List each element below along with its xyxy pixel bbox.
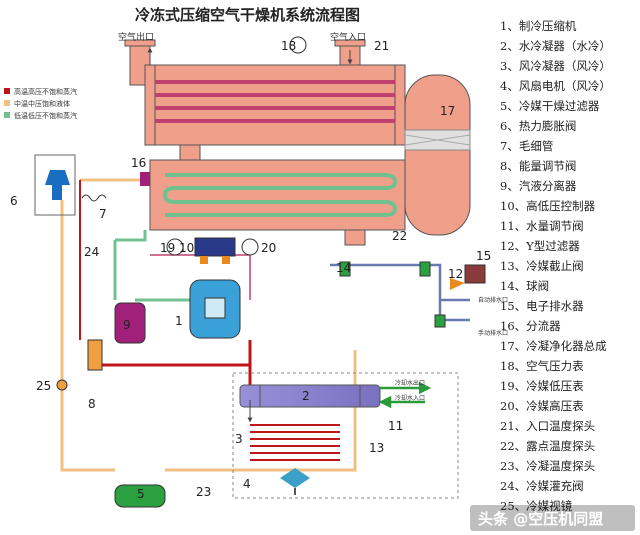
ball-valve-14-bottom bbox=[434, 314, 446, 328]
cooling-water-in-label: 冷却水入口 bbox=[395, 394, 425, 402]
legend-swatch-hot bbox=[4, 88, 10, 94]
expansion-valve-6 bbox=[34, 154, 76, 216]
drain-pipe bbox=[330, 263, 470, 302]
callout-25: 25 bbox=[36, 379, 51, 393]
high-pressure-gauge-20 bbox=[241, 238, 259, 256]
component-item: 21、入口温度探头 bbox=[500, 419, 595, 433]
air-outlet-label: 空气出口 bbox=[118, 31, 154, 43]
water-condenser-2 bbox=[239, 381, 432, 409]
watermark-bg bbox=[470, 505, 635, 531]
callout-21: 21 bbox=[374, 39, 389, 53]
callout-14a: 14 bbox=[336, 261, 351, 275]
condensate-purifier-17 bbox=[404, 74, 471, 236]
electronic-drain-15 bbox=[464, 264, 486, 284]
callout-16: 16 bbox=[131, 156, 146, 170]
component-item: 18、空气压力表 bbox=[500, 359, 584, 373]
callout-8: 8 bbox=[88, 397, 96, 411]
component-item: 16、分流器 bbox=[500, 319, 561, 333]
component-item: 5、冷媒干燥过滤器 bbox=[500, 99, 600, 113]
pressure-controller-10 bbox=[194, 237, 236, 264]
component-item: 12、Y型过滤器 bbox=[500, 239, 580, 253]
callout-5: 5 bbox=[137, 487, 145, 501]
component-item: 14、球阀 bbox=[500, 279, 549, 293]
cooling-water-out-label: 冷却水出口 bbox=[395, 379, 425, 387]
component-item: 13、冷媒截止阀 bbox=[500, 259, 584, 273]
capillary-7 bbox=[81, 194, 107, 202]
callout-23: 23 bbox=[196, 485, 211, 499]
component-item: 1、制冷压缩机 bbox=[500, 19, 577, 33]
component-item: 9、汽液分离器 bbox=[500, 179, 577, 193]
callout-4: 4 bbox=[243, 477, 251, 491]
callout-10: 10 bbox=[179, 241, 194, 255]
component-list: 1、制冷压缩机 2、水冷凝器（水冷） 3、风冷凝器（风冷） 4、风扇电机（风冷）… bbox=[500, 19, 611, 513]
callout-24: 24 bbox=[84, 245, 99, 259]
upper-exchanger bbox=[124, 39, 406, 146]
callout-19: 19 bbox=[160, 241, 175, 255]
callout-7: 7 bbox=[99, 207, 107, 221]
callout-1: 1 bbox=[175, 314, 183, 328]
callout-18: 18 bbox=[281, 39, 296, 53]
callout-15: 15 bbox=[476, 249, 491, 263]
callout-9: 9 bbox=[123, 318, 131, 332]
component-item: 2、水冷凝器（水冷） bbox=[500, 39, 611, 53]
auto-drain-label: 自动排水口 bbox=[478, 296, 508, 304]
component-item: 15、电子排水器 bbox=[500, 299, 584, 313]
component-item: 4、风扇电机（风冷） bbox=[500, 79, 611, 93]
diagram-title: 冷冻式压缩空气干燥机系统流程图 bbox=[135, 6, 360, 24]
component-item: 22、露点温度探头 bbox=[500, 439, 595, 453]
distributor-16 bbox=[140, 172, 150, 186]
callout-17: 17 bbox=[440, 104, 455, 118]
compressor-1 bbox=[189, 279, 241, 339]
ball-valve-14-right bbox=[419, 261, 431, 277]
component-item: 7、毛细管 bbox=[500, 139, 553, 153]
callout-12: 12 bbox=[448, 267, 463, 281]
condenser-box bbox=[232, 372, 459, 499]
watermark: 头条 @空压机同盟 bbox=[478, 510, 603, 528]
legend-swatch-cold bbox=[4, 112, 10, 118]
callout-3: 3 bbox=[235, 432, 243, 446]
fan-4 bbox=[280, 468, 310, 495]
component-item: 11、水量调节阀 bbox=[500, 219, 584, 233]
component-item: 6、热力膨胀阀 bbox=[500, 119, 576, 133]
callout-13: 13 bbox=[369, 441, 384, 455]
low-pressure-gauge-19 bbox=[166, 238, 184, 256]
manual-drain-label: 手动排水口 bbox=[478, 329, 508, 337]
legend-swatch-mid bbox=[4, 100, 10, 106]
component-item: 25、冷媒视镜 bbox=[500, 499, 573, 513]
ball-valve-14-left bbox=[339, 261, 351, 277]
filter-drier-5 bbox=[114, 484, 166, 508]
air-inlet-label: 空气入口 bbox=[330, 31, 366, 43]
sight-glass-25 bbox=[56, 379, 68, 391]
legend-cold-text: 低温低压不饱和蒸汽 bbox=[14, 111, 77, 120]
component-item: 8、能量调节阀 bbox=[500, 159, 576, 173]
air-pressure-gauge-18 bbox=[289, 36, 307, 54]
component-item: 10、高低压控制器 bbox=[500, 199, 596, 213]
component-item: 20、冷媒高压表 bbox=[500, 399, 584, 413]
lower-evaporator bbox=[149, 144, 406, 246]
component-item: 19、冷媒低压表 bbox=[500, 379, 584, 393]
legend-mid-text: 中温中压饱和液体 bbox=[14, 99, 70, 108]
callout-11: 11 bbox=[388, 419, 403, 433]
callout-6: 6 bbox=[10, 194, 18, 208]
legend-hot-text: 高温高压不饱和蒸汽 bbox=[14, 87, 77, 96]
callout-20: 20 bbox=[261, 241, 276, 255]
air-condenser-3 bbox=[250, 424, 340, 461]
component-item: 24、冷媒灌充阀 bbox=[500, 479, 584, 493]
callout-2: 2 bbox=[302, 389, 310, 403]
energy-regulating-valve-8 bbox=[87, 339, 103, 371]
legend: 高温高压不饱和蒸汽 中温中压饱和液体 低温低压不饱和蒸汽 bbox=[4, 87, 77, 120]
y-filter-12 bbox=[450, 278, 465, 290]
separator-9 bbox=[114, 302, 146, 344]
callout-22: 22 bbox=[392, 229, 407, 243]
component-item: 23、冷凝温度探头 bbox=[500, 459, 595, 473]
component-item: 17、冷凝净化器总成 bbox=[500, 339, 607, 353]
component-item: 3、风冷凝器（风冷） bbox=[500, 59, 611, 73]
